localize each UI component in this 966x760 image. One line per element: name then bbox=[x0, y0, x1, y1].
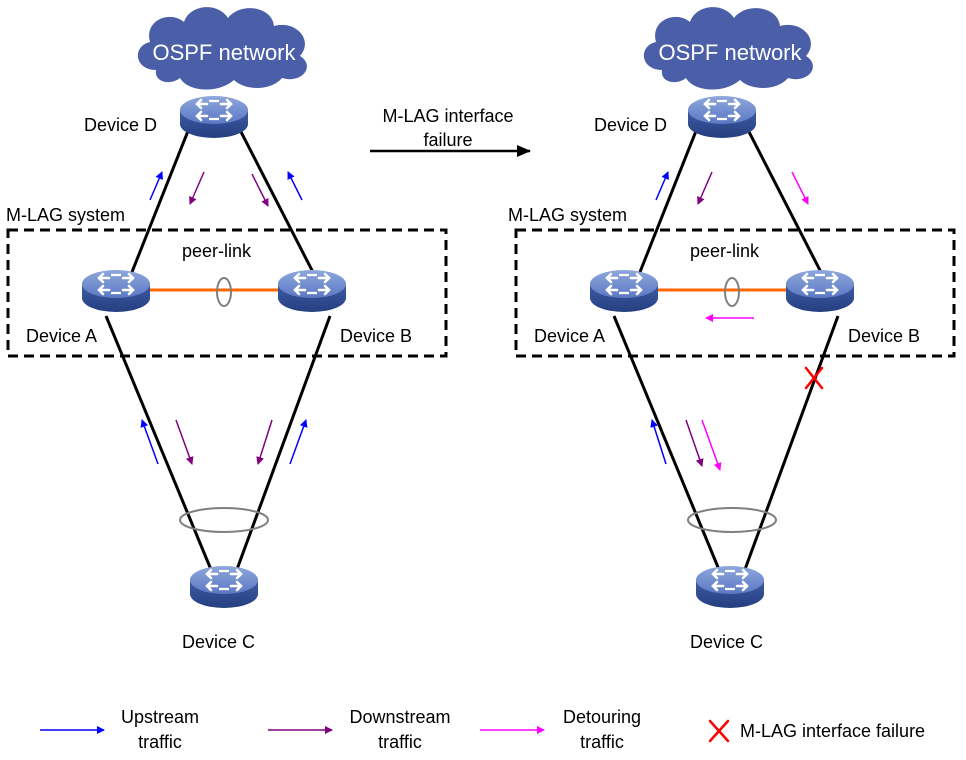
legend-failure-label: M-LAG interface failure bbox=[740, 721, 925, 741]
legend-upstream-line2: traffic bbox=[138, 732, 182, 752]
switch-icon bbox=[178, 94, 250, 140]
transition: M-LAG interface failure bbox=[370, 106, 531, 157]
arrow-icon bbox=[701, 419, 722, 471]
mlag-aggregation-ring bbox=[687, 507, 777, 533]
device-b-label: Device B bbox=[848, 326, 920, 346]
cloud-label: OSPF network bbox=[658, 40, 802, 65]
cloud-label: OSPF network bbox=[152, 40, 296, 65]
switch-icon bbox=[188, 564, 260, 610]
peer-link-label: peer-link bbox=[182, 241, 252, 261]
mlag-system-box bbox=[514, 228, 956, 358]
device-a-label: Device A bbox=[534, 326, 605, 346]
device-d-label: Device D bbox=[594, 115, 667, 135]
switch-icon bbox=[588, 268, 660, 314]
mlag-system-label: M-LAG system bbox=[6, 205, 125, 225]
transition-label-line2: failure bbox=[423, 130, 472, 150]
legend-failure-x-icon bbox=[708, 719, 730, 743]
arrow-icon bbox=[287, 171, 303, 201]
link-b-c-failed bbox=[742, 315, 840, 573]
switch-icon bbox=[80, 268, 152, 314]
link-d-a bbox=[126, 125, 192, 283]
device-c-label: Device C bbox=[182, 632, 255, 652]
arrow-icon bbox=[655, 171, 669, 201]
link-d-b bbox=[744, 125, 828, 283]
legend: Upstream traffic Downstream traffic Deto… bbox=[40, 707, 925, 752]
peer-link-label: peer-link bbox=[690, 241, 760, 261]
link-d-a bbox=[634, 125, 700, 283]
mlag-system-box bbox=[6, 228, 448, 358]
legend-downstream-line2: traffic bbox=[378, 732, 422, 752]
device-b-label: Device B bbox=[340, 326, 412, 346]
switch-icon bbox=[784, 268, 856, 314]
device-c-label: Device C bbox=[690, 632, 763, 652]
arrow-icon bbox=[685, 419, 704, 467]
legend-downstream-line1: Downstream bbox=[349, 707, 450, 727]
arrow-icon bbox=[256, 419, 273, 465]
switch-icon bbox=[276, 268, 348, 314]
peer-link-aggregation-ring bbox=[724, 277, 740, 307]
arrow-icon bbox=[175, 419, 194, 465]
transition-label-line1: M-LAG interface bbox=[382, 106, 513, 126]
device-d-label: Device D bbox=[84, 115, 157, 135]
peer-link-aggregation-ring bbox=[216, 277, 232, 307]
switch-icon bbox=[686, 94, 758, 140]
arrow-icon bbox=[251, 173, 269, 207]
link-b-c bbox=[234, 315, 332, 573]
switch-icon bbox=[694, 564, 766, 610]
link-d-b bbox=[236, 125, 320, 283]
arrow-icon bbox=[289, 419, 308, 465]
arrow-icon bbox=[149, 171, 163, 201]
link-a-c bbox=[104, 315, 214, 573]
right-diagram: OSPF network Device D M-LAG system peer-… bbox=[508, 7, 956, 652]
arrow-icon bbox=[791, 171, 809, 205]
arrow-icon bbox=[189, 171, 205, 205]
arrow-icon bbox=[650, 419, 667, 465]
device-a-label: Device A bbox=[26, 326, 97, 346]
mlag-aggregation-ring bbox=[179, 507, 269, 533]
mlag-system-label: M-LAG system bbox=[508, 205, 627, 225]
legend-detouring-line2: traffic bbox=[580, 732, 624, 752]
left-diagram: OSPF network Device D M-LAG system peer-… bbox=[6, 7, 448, 652]
link-a-c bbox=[612, 315, 722, 573]
arrow-icon bbox=[140, 419, 159, 465]
failure-x-icon bbox=[804, 366, 824, 390]
arrow-icon bbox=[697, 171, 713, 205]
legend-detouring-line1: Detouring bbox=[563, 707, 641, 727]
legend-upstream-line1: Upstream bbox=[121, 707, 199, 727]
